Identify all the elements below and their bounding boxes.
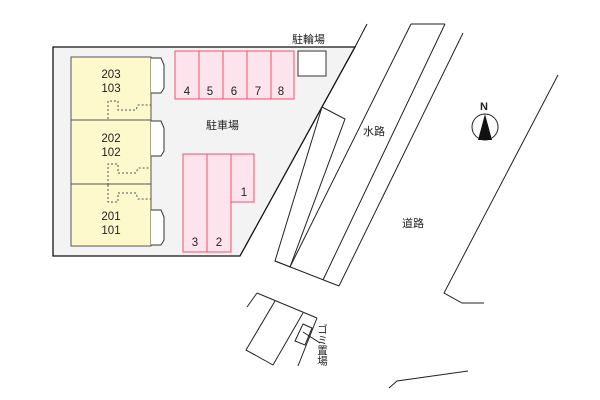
parking-number: 6 <box>230 86 238 98</box>
unit-lower: 101 <box>101 225 121 237</box>
unit-upper: 202 <box>101 133 121 145</box>
unit-lower: 103 <box>101 83 121 95</box>
bicycle-parking <box>297 50 327 77</box>
unit-upper: 201 <box>101 211 121 223</box>
entrance-steps <box>151 57 165 246</box>
unit-upper: 203 <box>101 69 121 81</box>
parking-number: 4 <box>183 86 191 98</box>
road-edge <box>388 74 559 389</box>
building-block <box>70 56 152 247</box>
parking-number: 1 <box>240 187 248 199</box>
bicycle-parking-label: 駐輪場 <box>292 33 325 46</box>
parking-number: 5 <box>206 86 214 98</box>
north-arrow-icon <box>471 113 499 141</box>
corridor-dashes <box>107 100 151 203</box>
parking-number: 2 <box>215 237 223 249</box>
parking-number: 3 <box>191 237 199 249</box>
road-label: 道路 <box>402 217 424 230</box>
parking-lot-label: 駐車場 <box>206 119 239 132</box>
parking-spaces <box>174 50 295 253</box>
unit-lower: 102 <box>101 147 121 159</box>
north-label: N <box>480 101 488 113</box>
parking-number: 8 <box>277 86 285 98</box>
garbage-area-lines <box>245 292 321 367</box>
waterway-label: 水路 <box>363 125 385 138</box>
garbage-area-label: ゴミ置場 <box>316 324 328 366</box>
waterway-lines <box>274 23 464 287</box>
parking-number: 7 <box>254 86 262 98</box>
